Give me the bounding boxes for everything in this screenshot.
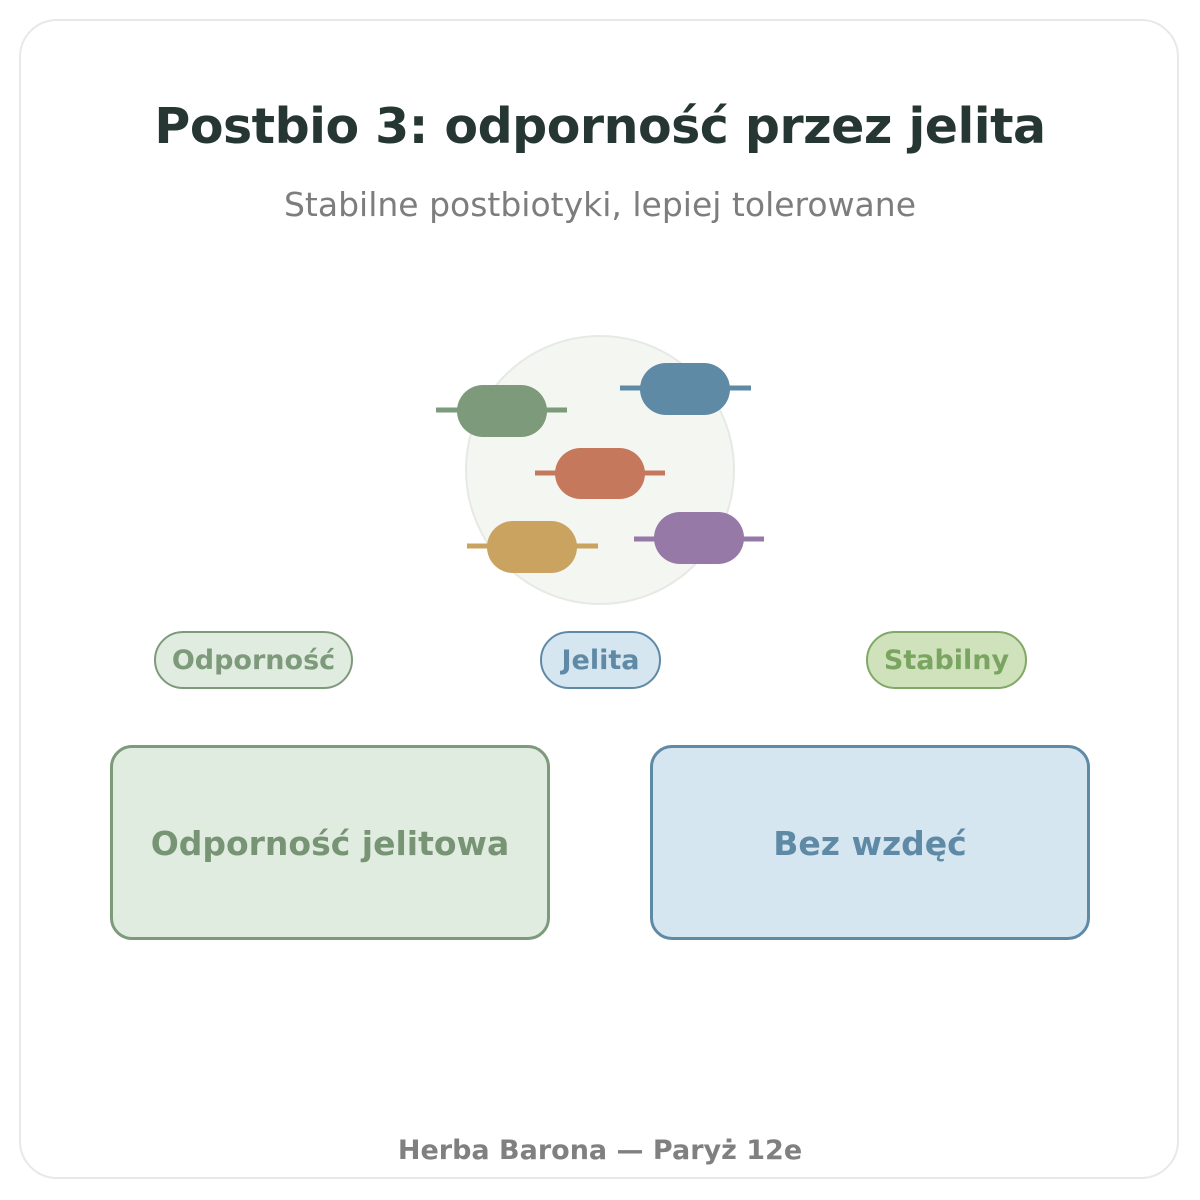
footer-brand: Herba Barona — Paryż 12e	[397, 1135, 803, 1166]
page-title: Postbio 3: odporność przez jelita	[154, 98, 1046, 155]
benefit-gut-immunity: Odporność jelitowa	[110, 745, 550, 940]
tag-stable: Stabilny	[866, 631, 1027, 689]
page-subtitle: Stabilne postbiotyki, lepiej tolerowane	[283, 185, 916, 224]
benefit-no-bloating: Bez wzdęć	[650, 745, 1090, 940]
tag-gut: Jelita	[540, 631, 661, 689]
tag-immunity: Odporność	[154, 631, 353, 689]
